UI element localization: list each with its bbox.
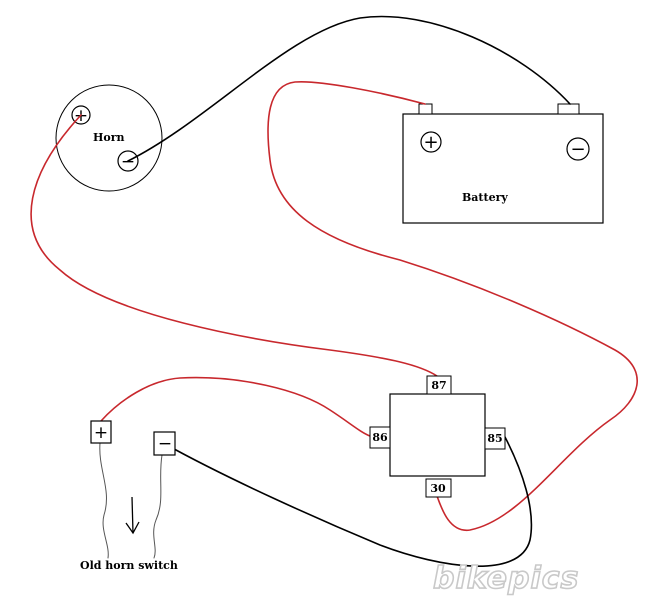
relay-pin-87-label: 87 (431, 379, 446, 392)
horn-label: Horn (93, 131, 125, 144)
relay-pin-87: 87 (426, 375, 452, 395)
switch-plus-symbol: + (94, 423, 108, 443)
relay-pin-86: 86 (369, 426, 391, 449)
horn-minus-symbol: − (121, 152, 135, 172)
wire-horn-minus-to-battery-negative (127, 15, 571, 162)
battery-minus-icon (566, 137, 590, 161)
battery-positive-post (418, 103, 433, 115)
wire-switch-plus-to-relay-86 (100, 376, 371, 437)
battery-body (402, 113, 604, 224)
wire-horn-plus-to-relay-87 (30, 114, 438, 377)
down-arrow-icon (125, 496, 140, 535)
horn: Horn + − (55, 84, 163, 192)
relay-pin-85-label: 85 (487, 432, 502, 445)
relay-pin-85: 85 (484, 427, 506, 450)
watermark-logo: bikepics (433, 561, 579, 596)
relay-pin-30: 30 (425, 478, 452, 498)
horn-body (55, 84, 163, 192)
switch-plus-terminal: + (90, 420, 112, 444)
battery-minus-symbol: − (570, 139, 585, 160)
switch-lead-left (99, 442, 109, 559)
relay-pin-86-label: 86 (372, 431, 388, 444)
battery-label: Battery (462, 191, 508, 204)
relay-pin-30-label: 30 (430, 482, 446, 495)
relay: 87 86 85 30 (369, 375, 506, 498)
switch-minus-symbol: − (158, 434, 172, 454)
relay-body (389, 393, 486, 477)
battery: + − Battery (402, 103, 604, 224)
horn-switch: + − Old horn switch (80, 420, 178, 572)
switch-minus-terminal: − (153, 431, 176, 456)
switch-lead-right (153, 454, 163, 559)
battery-negative-post (557, 103, 580, 115)
battery-plus-symbol: + (423, 132, 438, 153)
wire-switch-minus-to-relay-85 (164, 436, 533, 567)
battery-plus-icon (420, 131, 442, 153)
switch-label: Old horn switch (80, 559, 178, 572)
wires (30, 15, 638, 567)
